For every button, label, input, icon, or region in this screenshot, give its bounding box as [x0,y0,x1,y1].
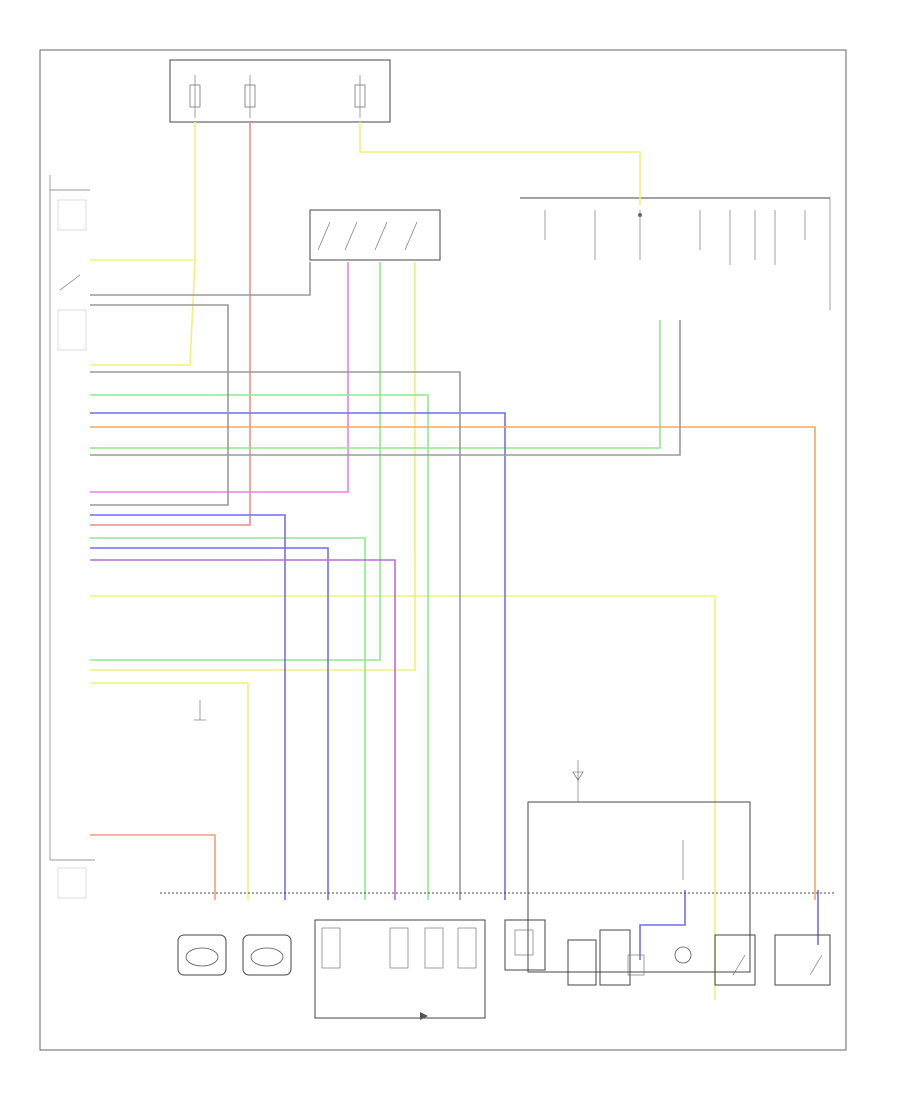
fuse-group-top [169,59,391,123]
wire-yellow-2 [90,259,196,366]
sensor-input-speed [177,934,227,976]
wire-blue-1 [90,412,506,900]
wire-yellow-5 [90,682,249,900]
indicator-lamp-icon [674,946,692,964]
ecu-connector-box [49,175,95,899]
ground-symbol [194,700,206,721]
wire-orange [90,426,816,900]
wire-gray-2 [90,262,311,296]
transmission-range-switch [309,209,441,261]
wire-yellow-3 [359,122,641,205]
switch-contact [59,274,81,291]
wire-red-2 [90,834,216,900]
fuse-2 [244,84,256,108]
wire-yellow-4 [90,595,716,1000]
wire-green-1 [90,262,381,661]
wire-gray-4 [90,320,681,456]
wire-blue-5 [639,890,686,960]
wires [90,122,819,1000]
wire-yellow-6 [90,262,416,671]
wire-red [90,122,251,526]
wire-pink [90,262,349,493]
sensor-output-speed [242,934,292,976]
wire-gray-1 [90,371,461,900]
wire-blue-2 [90,514,286,900]
fuse-3 [354,84,366,108]
combination-meter [520,197,831,310]
wire-green-2 [90,320,661,449]
fluid-temp-sensor [504,919,546,971]
wire-green-4 [90,394,429,900]
solenoid-block [314,919,486,1020]
wire-blue-3 [90,547,329,900]
right-components [567,840,831,986]
component-bus [160,760,835,973]
wire-yellow-1 [90,122,196,261]
wire-purple [90,559,396,900]
fuse-1 [189,84,201,108]
wire-green-3 [90,537,366,900]
wire-gray-3 [90,304,229,506]
diagram-border [39,49,847,1051]
